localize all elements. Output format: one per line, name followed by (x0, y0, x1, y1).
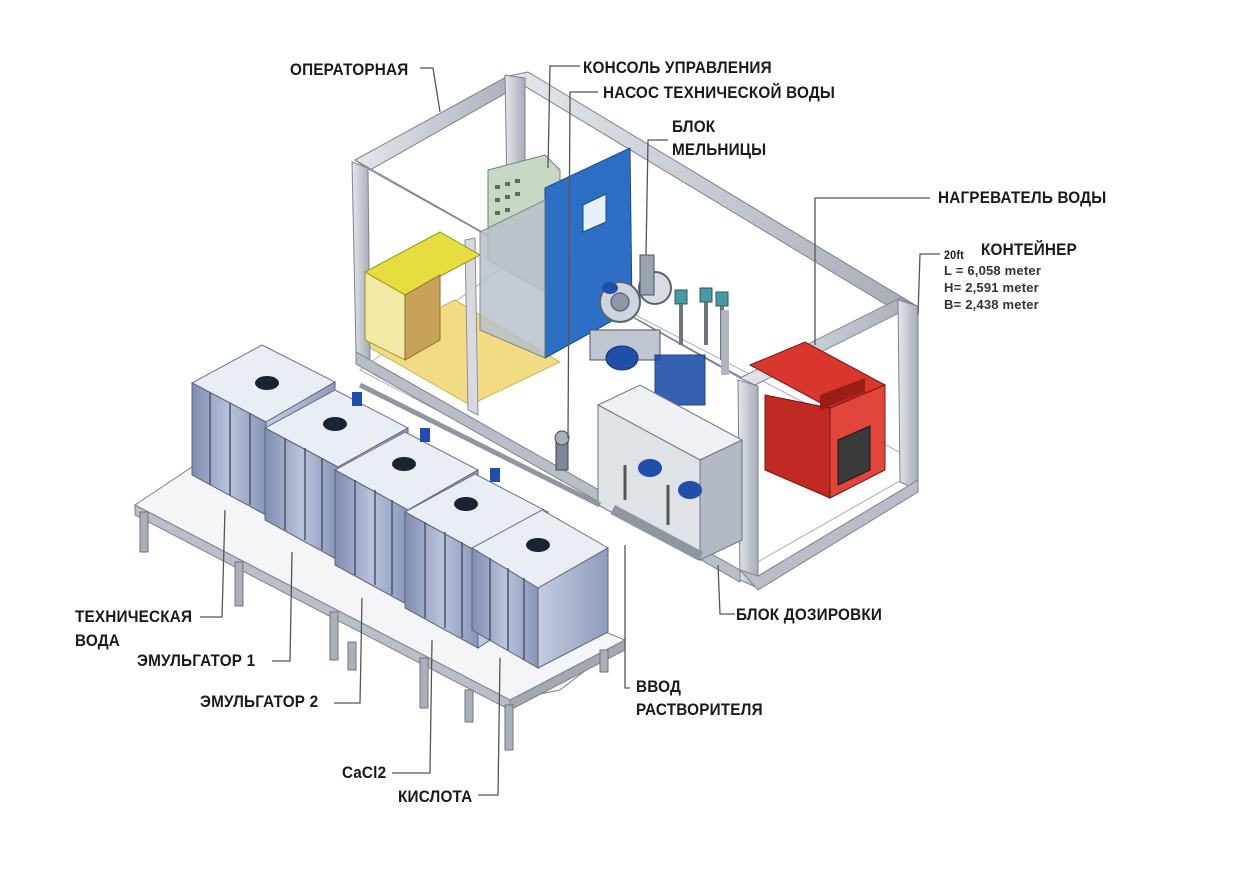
yellow-cabinet-side (404, 274, 441, 361)
leader-operator-room (420, 67, 441, 113)
label-tech-water-line1: ТЕХНИЧЕСКАЯ (75, 607, 193, 626)
leader-water-heater (814, 197, 930, 345)
glass-partition (464, 237, 479, 416)
label-mill-block-line2: МЕЛЬНИЦЫ (672, 140, 767, 159)
transfer-pipe (358, 382, 602, 508)
leader-cacl2 (392, 639, 433, 774)
label-acid: КИСЛОТА (398, 787, 473, 806)
label-dim-h: H= 2,591 meter (944, 280, 1039, 295)
leader-emulsifier2 (334, 597, 363, 704)
label-dosing-block: БЛОК ДОЗИРОВКИ (736, 605, 883, 624)
tank-ribs (209, 393, 525, 660)
heater-panel (820, 378, 865, 410)
dosing-side (699, 439, 743, 561)
label-tech-water-line2: ВОДА (75, 631, 121, 650)
leader-acid (478, 657, 501, 796)
label-container-size: 20ft (944, 248, 964, 262)
label-dim-l: L = 6,058 meter (944, 263, 1042, 278)
label-water-pump: НАСОС ТЕХНИЧЕСКОЙ ВОДЫ (603, 83, 836, 102)
label-solvent-inlet-line1: ВВОД (636, 677, 682, 696)
water-heater (748, 341, 887, 499)
leader-control-console (547, 65, 580, 169)
label-dim-b: B= 2,438 meter (944, 297, 1039, 312)
post-back-right (897, 299, 919, 491)
label-water-heater: НАГРЕВАТЕЛЬ ВОДЫ (938, 188, 1107, 207)
leader-tech-water (200, 509, 226, 618)
leader-solvent-inlet (624, 545, 630, 689)
dosing-block (596, 384, 744, 561)
leader-container (917, 253, 940, 316)
label-emulsifier2: ЭМУЛЬГАТОР 2 (200, 692, 319, 711)
leader-water-pump (567, 91, 598, 439)
label-cacl2: CaCl2 (342, 763, 387, 782)
console-indicators (495, 179, 520, 215)
mill-block (589, 254, 729, 406)
bottom-beam-right (738, 479, 919, 591)
door-window (582, 193, 607, 233)
label-mill-block-line1: БЛОК (672, 117, 716, 136)
label-control-console: КОНСОЛЬ УПРАВЛЕНИЯ (583, 58, 772, 77)
leader-dosing-block (717, 564, 735, 615)
leader-emulsifier1 (272, 551, 293, 662)
grey-wall-panel (479, 199, 546, 359)
heater-burner (837, 425, 871, 486)
water-pump (554, 430, 570, 471)
label-solvent-inlet-line2: РАСТВОРИТЕЛЯ (636, 700, 763, 719)
label-container: КОНТЕЙНЕР (981, 240, 1077, 259)
leader-lines (200, 65, 940, 796)
label-operator-room: ОПЕРАТОРНАЯ (290, 60, 409, 79)
label-emulsifier1: ЭМУЛЬГАТОР 1 (137, 651, 256, 670)
top-beam-left (354, 75, 524, 171)
operator-room (363, 147, 633, 416)
tank-acid (470, 509, 610, 669)
leader-mill-block (645, 139, 668, 256)
